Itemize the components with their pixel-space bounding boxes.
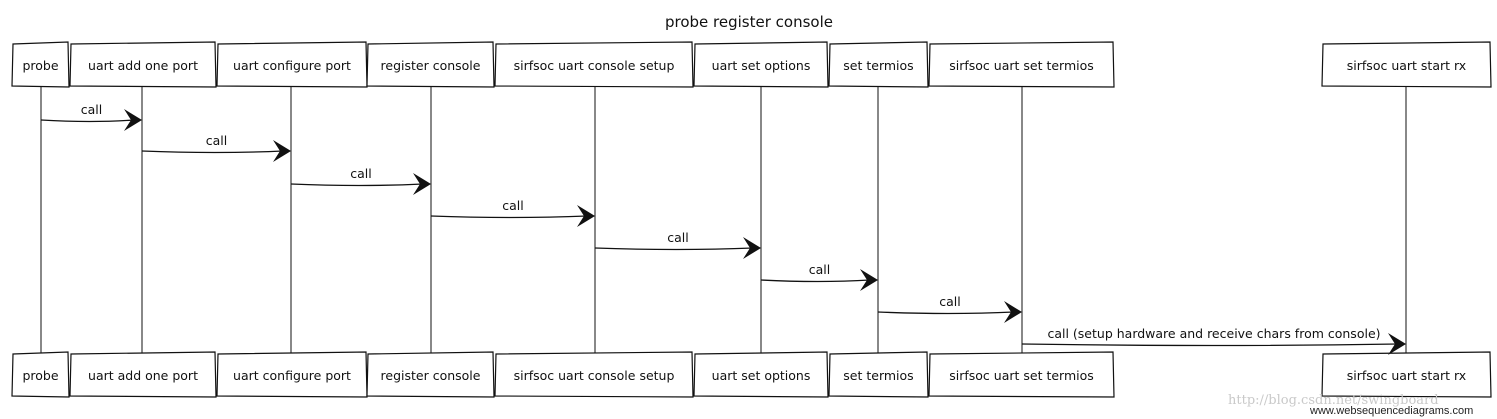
participant-register-console-top: register console xyxy=(366,41,495,88)
participant-uart-add-one-port-bottom: uart add one port xyxy=(69,351,217,398)
watermark: http://blog.csdn.net/swingboard xyxy=(1228,393,1439,408)
participant-box xyxy=(366,351,495,398)
diagram-title: probe register console xyxy=(665,13,833,31)
participant-box xyxy=(69,41,217,88)
participant-box xyxy=(216,351,368,398)
message-arrow xyxy=(1021,343,1399,347)
participant-box xyxy=(494,351,694,398)
message-arrow xyxy=(594,247,754,251)
message-5: call xyxy=(594,230,761,259)
participant-box xyxy=(1321,41,1492,88)
participant-label: probe xyxy=(22,58,58,73)
message-label: call (setup hardware and receive chars f… xyxy=(1047,326,1380,341)
participant-sirfsoc-uart-console-setup-bottom: sirfsoc uart console setup xyxy=(494,351,694,398)
message-label: call xyxy=(350,166,371,181)
participant-label: sirfsoc uart console setup xyxy=(514,58,675,73)
message-3: call xyxy=(290,166,431,195)
participant-box xyxy=(366,41,495,88)
participant-label: probe xyxy=(22,368,58,383)
participant-label: set termios xyxy=(843,368,913,383)
participant-box xyxy=(11,41,70,88)
message-6: call xyxy=(760,262,878,291)
arrowhead-icon xyxy=(743,237,761,259)
participant-probe-bottom: probe xyxy=(11,351,70,398)
participant-sirfsoc-uart-set-termios-bottom: sirfsoc uart set termios xyxy=(928,351,1115,398)
participant-label: uart configure port xyxy=(233,58,351,73)
message-arrow xyxy=(760,279,871,283)
arrowhead-icon xyxy=(1004,301,1022,323)
arrowhead-icon xyxy=(1388,333,1406,355)
participant-uart-set-options-bottom: uart set options xyxy=(693,351,829,398)
participant-label: uart configure port xyxy=(233,368,351,383)
participant-label: uart set options xyxy=(712,368,811,383)
participant-sirfsoc-uart-set-termios-top: sirfsoc uart set termios xyxy=(928,41,1115,88)
participant-probe-top: probe xyxy=(11,41,70,88)
arrowhead-icon xyxy=(124,109,142,131)
message-label: call xyxy=(939,294,960,309)
message-2: call xyxy=(141,133,291,162)
participant-boxes-bottom: probe uart add one port uart configure por… xyxy=(11,351,1492,398)
lifelines xyxy=(40,87,1407,353)
message-arrow xyxy=(141,150,284,154)
message-label: call xyxy=(809,262,830,277)
message-arrow xyxy=(290,183,424,187)
participant-box xyxy=(69,351,217,398)
participant-label: register console xyxy=(381,58,481,73)
message-arrow xyxy=(877,311,1015,315)
participant-uart-configure-port-bottom: uart configure port xyxy=(216,351,368,398)
arrowhead-icon xyxy=(577,205,595,227)
participant-label: sirfsoc uart start rx xyxy=(1347,368,1466,383)
participant-set-termios-top: set termios xyxy=(828,41,929,88)
participant-sirfsoc-uart-start-rx-top: sirfsoc uart start rx xyxy=(1321,41,1492,88)
message-label: call xyxy=(502,198,523,213)
participant-label: uart set options xyxy=(712,58,811,73)
participant-box xyxy=(828,351,929,398)
participant-label: sirfsoc uart console setup xyxy=(514,368,675,383)
participant-uart-add-one-port-top: uart add one port xyxy=(69,41,217,88)
participant-box xyxy=(11,351,70,398)
participant-box xyxy=(216,41,368,88)
message-1: call xyxy=(40,102,142,131)
arrowhead-icon xyxy=(273,140,291,162)
messages: call call call call call call call call (setup … xyxy=(40,102,1406,355)
credit-link[interactable]: www.websequencediagrams.com xyxy=(1309,405,1473,417)
participant-label: uart add one port xyxy=(88,58,198,73)
message-arrow xyxy=(40,119,135,123)
participant-set-termios-bottom: set termios xyxy=(828,351,929,398)
participant-box xyxy=(494,41,694,88)
arrowhead-icon xyxy=(860,269,878,291)
message-arrow xyxy=(430,215,588,219)
participant-boxes-top: probe uart add one port uart configure por… xyxy=(11,41,1492,88)
participant-label: sirfsoc uart set termios xyxy=(949,368,1094,383)
participant-uart-configure-port-top: uart configure port xyxy=(216,41,368,88)
participant-box xyxy=(693,351,829,398)
message-8: call (setup hardware and receive chars f… xyxy=(1021,326,1406,355)
participant-box xyxy=(693,41,829,88)
participant-label: uart add one port xyxy=(88,368,198,383)
participant-box xyxy=(828,41,929,88)
participant-label: register console xyxy=(381,368,481,383)
participant-box xyxy=(928,351,1115,398)
message-7: call xyxy=(877,294,1022,323)
message-label: call xyxy=(667,230,688,245)
participant-sirfsoc-uart-start-rx-bottom: sirfsoc uart start rx xyxy=(1321,351,1492,398)
participant-label: sirfsoc uart start rx xyxy=(1347,58,1466,73)
participant-box xyxy=(928,41,1115,88)
participant-sirfsoc-uart-console-setup-top: sirfsoc uart console setup xyxy=(494,41,694,88)
message-label: call xyxy=(81,102,102,117)
participant-uart-set-options-top: uart set options xyxy=(693,41,829,88)
arrowhead-icon xyxy=(413,173,431,195)
participant-label: sirfsoc uart set termios xyxy=(949,58,1094,73)
participant-label: set termios xyxy=(843,58,913,73)
participant-register-console-bottom: register console xyxy=(366,351,495,398)
participant-box xyxy=(1321,351,1492,398)
message-label: call xyxy=(206,133,227,148)
message-4: call xyxy=(430,198,595,227)
